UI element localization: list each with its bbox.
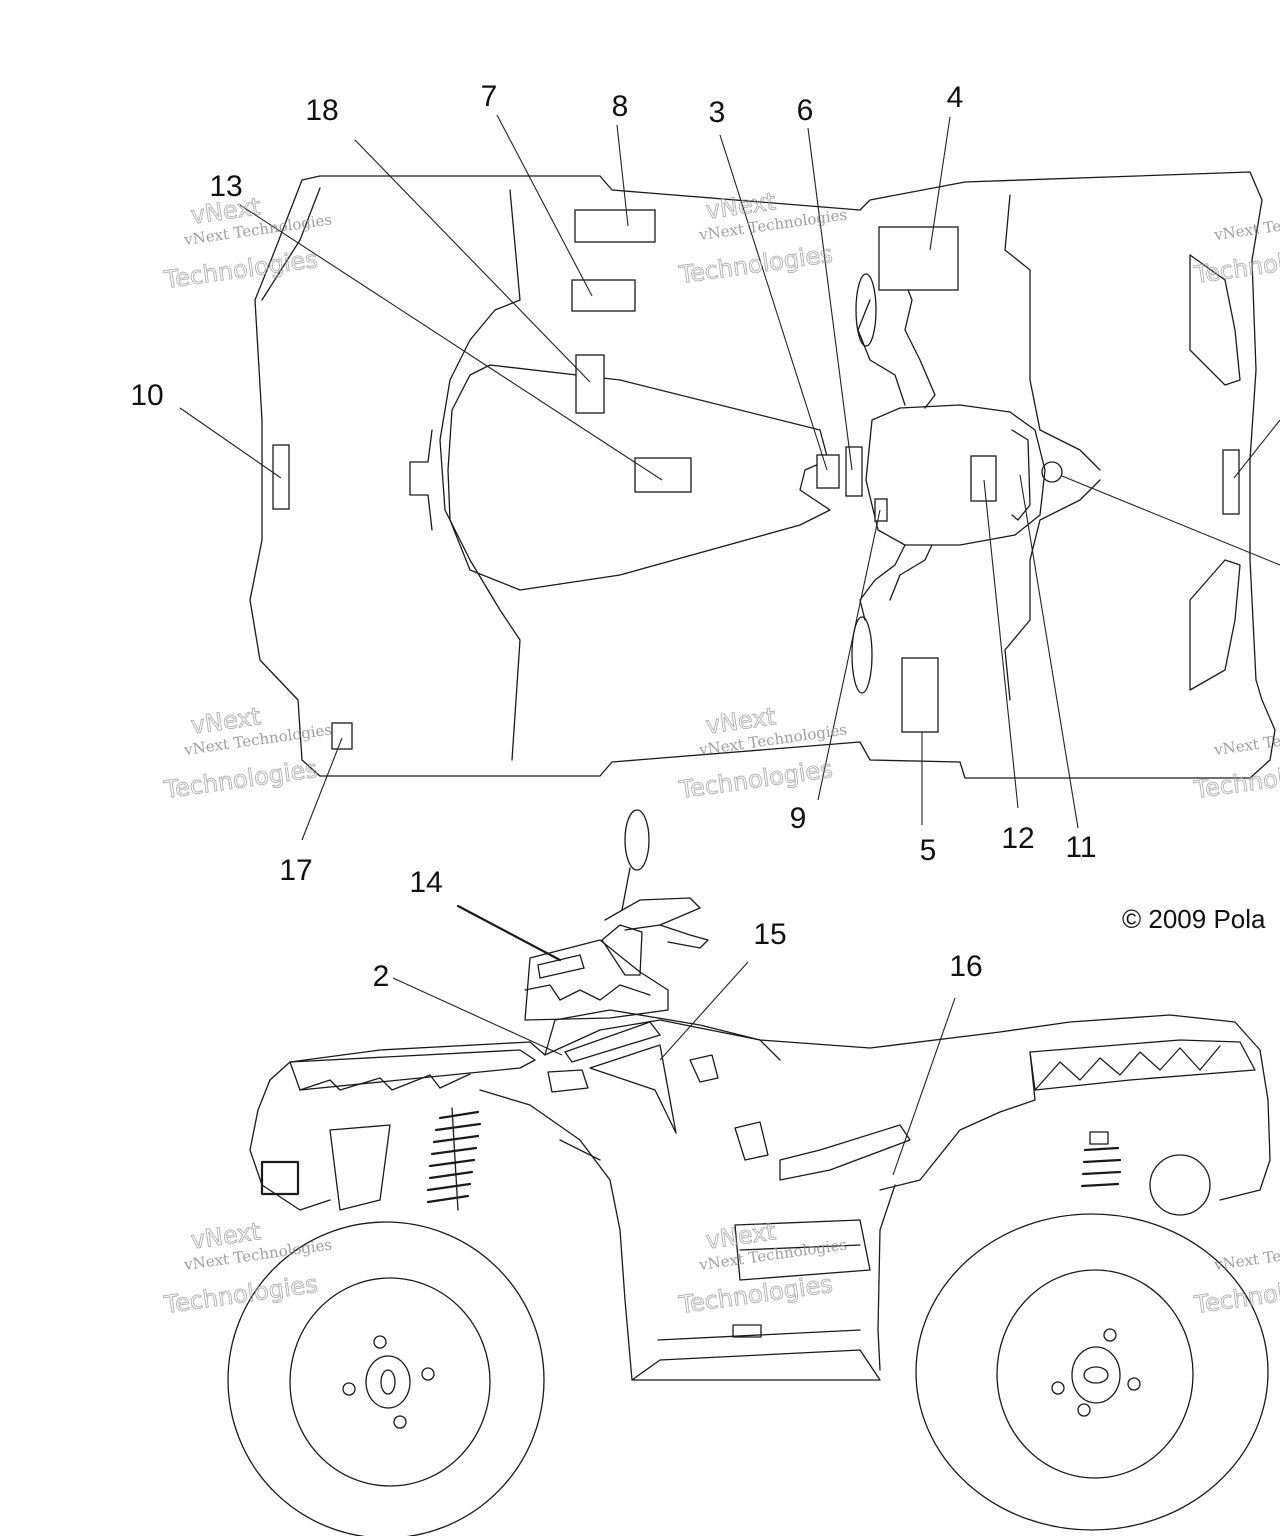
decal-12 (970, 455, 997, 502)
svg-text:Technologies: Technologies (1192, 240, 1280, 289)
callout-3: 3 (709, 96, 726, 129)
decal-6 (845, 446, 863, 497)
svg-text:vNext Technologies: vNext Technologies (1212, 1235, 1280, 1274)
decal-7 (571, 279, 636, 312)
callout-18: 18 (305, 94, 338, 127)
svg-text:Technologies: Technologies (162, 755, 320, 804)
watermark-8: vNext vNext Technologies Technologies (676, 1217, 848, 1320)
side-view-atv (227, 809, 1271, 1536)
callout-12: 12 (1001, 822, 1034, 855)
svg-text:Technologies: Technologies (162, 245, 320, 294)
callout-15: 15 (753, 918, 786, 951)
callout-2: 2 (373, 960, 390, 993)
decal-4 (878, 226, 959, 291)
watermark-3: vNext Technologies Technologies (1191, 205, 1280, 289)
decal-14 (537, 954, 585, 979)
callout-5: 5 (920, 834, 937, 867)
copyright-text: © 2009 Pola (1122, 904, 1266, 934)
svg-text:Technologies: Technologies (677, 1270, 835, 1319)
top-view-atv (179, 114, 1280, 841)
callout-4: 4 (947, 81, 964, 114)
decal-5 (901, 657, 939, 733)
callout-17: 17 (279, 854, 312, 887)
svg-text:vNext Technologies: vNext Technologies (1212, 205, 1280, 244)
decal-9 (874, 498, 888, 522)
callout-6: 6 (797, 94, 814, 127)
watermark-1: vNext vNext Technologies Technologies (161, 192, 333, 295)
watermark-5: vNext vNext Technologies Technologies (676, 702, 848, 805)
watermark-4: vNext vNext Technologies Technologies (161, 702, 333, 805)
decal-2 (563, 1021, 662, 1063)
decal-10 (272, 444, 290, 510)
decal-front (1222, 449, 1240, 515)
callout-7: 7 (481, 80, 498, 113)
callout-11: 11 (1065, 831, 1096, 864)
svg-text:Technologies: Technologies (1192, 1270, 1280, 1319)
svg-text:Technologies: Technologies (162, 1270, 320, 1319)
decal-18 (575, 354, 605, 414)
callout-10: 10 (130, 379, 163, 412)
callout-9: 9 (790, 802, 807, 835)
callout-16: 16 (949, 950, 982, 983)
watermark-6: vNext Technologies Technologies (1191, 720, 1280, 804)
watermark-7: vNext vNext Technologies Technologies (161, 1217, 333, 1320)
decal-17 (331, 722, 353, 750)
callout-8: 8 (612, 90, 629, 123)
decal-8 (574, 209, 656, 243)
callout-13: 13 (209, 170, 242, 203)
decal-3 (816, 454, 840, 489)
decal-13 (634, 457, 692, 493)
svg-text:vNext Technologies: vNext Technologies (1212, 720, 1280, 759)
svg-text:Technologies: Technologies (677, 755, 835, 804)
callout-14: 14 (409, 866, 442, 899)
